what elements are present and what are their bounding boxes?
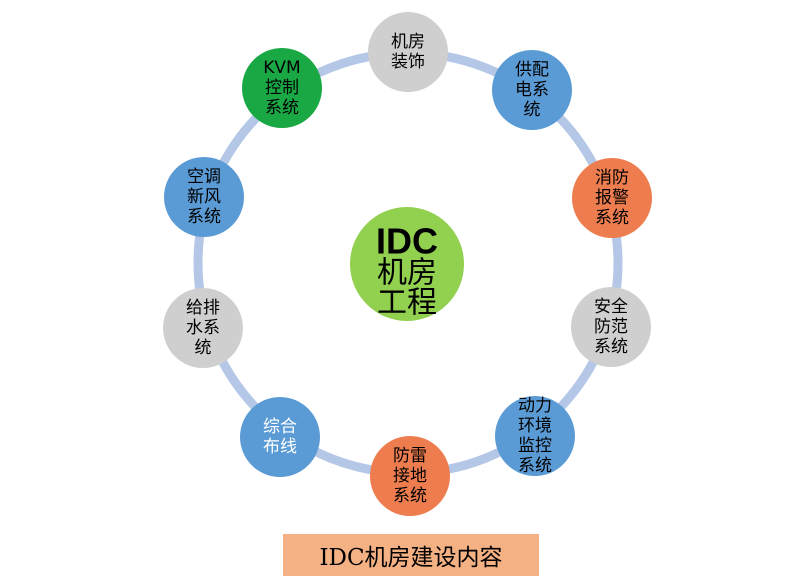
node-label-line: 系统 [518,456,552,476]
node-circle [492,50,572,130]
node-label-line: 系统 [187,207,221,227]
node-label-line: 环境 [518,416,552,436]
node-circle [495,396,575,476]
node-circle [572,158,652,238]
node-label-line: 布线 [263,437,297,457]
node-circle [242,48,322,128]
node-label-line: 机房 [391,32,425,52]
node-label-line: 给排 [186,298,220,318]
node-circle [571,287,651,367]
node-label-line: 动力 [518,396,552,416]
node-label-line: KVM [263,58,300,78]
node-label-line: 供配 [515,60,549,80]
node-label-line: 报警 [595,188,629,208]
nodes-layer: 机房装饰供配电系统消防报警系统安全防范系统动力环境监控系统防雷接地系统综合布线给… [163,12,652,516]
node-label-line: 装饰 [391,52,425,72]
node-label-line: 控制 [265,78,299,98]
node-label-line: 新风 [187,187,221,207]
node-label-line: 系统 [595,208,629,228]
center-label-line3: 工程 [377,286,437,321]
node-label-line: 监控 [518,436,552,456]
node-label-line: 系统 [594,337,628,357]
node-label-line: 消防 [595,168,629,188]
node-label-line: 安全 [594,297,628,317]
center-title: IDC [376,221,438,262]
node-label-line: 统 [524,100,541,120]
center-circle [350,207,464,321]
node-label-line: 电系 [515,80,549,100]
node-label-line: 统 [195,338,212,358]
node-circle [164,157,244,237]
caption: IDC机房建设内容 [283,534,539,576]
node-label-line: 系统 [265,98,299,118]
node-label-line: 系统 [393,486,427,506]
node-circle [368,12,448,92]
node-circle [370,436,450,516]
node-label-line: 防范 [594,317,628,337]
center-label-line2: 机房 [377,256,437,291]
node-label-line: 水系 [186,318,220,338]
node-circle [240,397,320,477]
node-label-line: 防雷 [393,446,427,466]
node-label-line: 综合 [263,417,297,437]
node-label-line: 空调 [187,167,221,187]
node-label-line: 接地 [393,466,427,486]
node-circle [163,288,243,368]
